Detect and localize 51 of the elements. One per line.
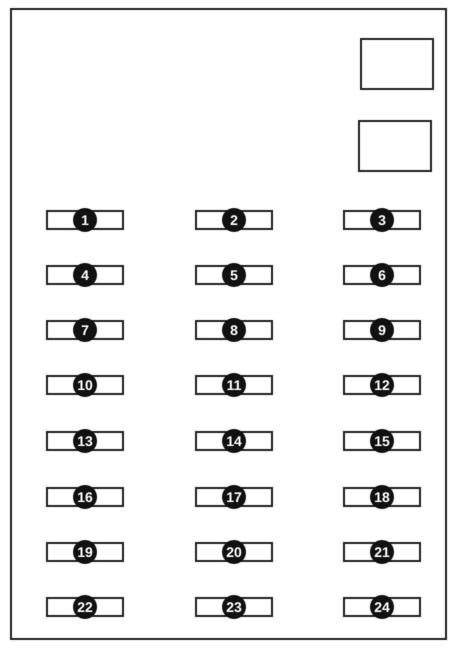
fuse-number: 19 xyxy=(73,540,97,564)
fuse-slot xyxy=(343,597,421,617)
fuse-number: 12 xyxy=(370,373,394,397)
fuse-slot xyxy=(195,210,273,230)
fuse-slot xyxy=(343,542,421,562)
fuse-number: 4 xyxy=(73,263,97,287)
fuse-number: 6 xyxy=(370,263,394,287)
fuse-number: 18 xyxy=(370,485,394,509)
fuse-slot xyxy=(343,487,421,507)
fuse-slot xyxy=(195,542,273,562)
fuse-slot xyxy=(195,375,273,395)
fuse-slot xyxy=(343,375,421,395)
fuse-number: 13 xyxy=(73,429,97,453)
fuse-slot xyxy=(46,210,124,230)
fuse-slot xyxy=(46,375,124,395)
fuse-number: 22 xyxy=(73,595,97,619)
fuse-number: 21 xyxy=(370,540,394,564)
fuse-number: 5 xyxy=(222,263,246,287)
fuse-slot xyxy=(343,320,421,340)
fuse-slot xyxy=(343,431,421,451)
fuse-box-outline xyxy=(10,8,447,640)
relay-slot xyxy=(358,120,432,172)
fuse-number: 8 xyxy=(222,318,246,342)
fuse-number: 7 xyxy=(73,318,97,342)
fuse-number: 20 xyxy=(222,540,246,564)
fuse-slot xyxy=(46,542,124,562)
fuse-slot xyxy=(343,210,421,230)
fuse-slot xyxy=(46,597,124,617)
fuse-slot xyxy=(195,431,273,451)
fuse-number: 15 xyxy=(370,429,394,453)
fuse-number: 2 xyxy=(222,208,246,232)
fuse-slot xyxy=(195,487,273,507)
fuse-number: 11 xyxy=(222,373,246,397)
fuse-slot xyxy=(195,597,273,617)
fuse-number: 24 xyxy=(370,595,394,619)
fuse-slot xyxy=(46,265,124,285)
relay-slot xyxy=(360,38,434,90)
fuse-slot xyxy=(46,320,124,340)
fuse-number: 10 xyxy=(73,373,97,397)
fuse-number: 16 xyxy=(73,485,97,509)
fuse-slot xyxy=(46,487,124,507)
fuse-slot xyxy=(195,320,273,340)
fuse-number: 23 xyxy=(222,595,246,619)
fuse-number: 14 xyxy=(222,429,246,453)
fuse-slot xyxy=(46,431,124,451)
fuse-slot xyxy=(195,265,273,285)
fuse-number: 17 xyxy=(222,485,246,509)
fuse-number: 9 xyxy=(370,318,394,342)
fuse-number: 1 xyxy=(73,208,97,232)
fuse-slot xyxy=(343,265,421,285)
fuse-number: 3 xyxy=(370,208,394,232)
